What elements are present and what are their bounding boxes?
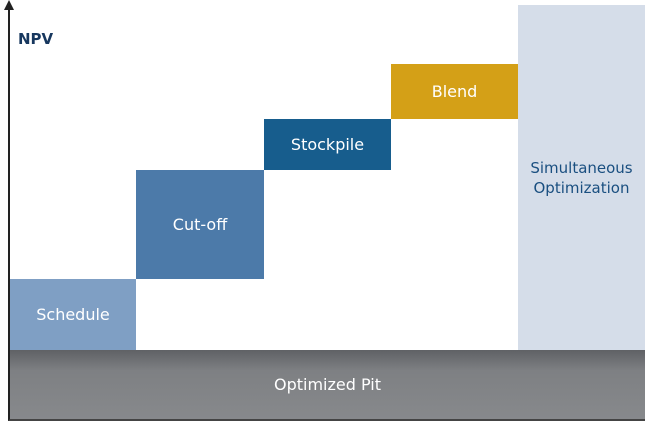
optimized-pit-base: Optimized Pit	[8, 350, 645, 421]
step-label: Cut-off	[172, 215, 228, 234]
step-stockpile: Stockpile	[264, 119, 391, 170]
simultaneous-label-line1: Simultaneous	[530, 158, 633, 177]
y-axis	[8, 6, 10, 350]
step-label: Blend	[431, 82, 478, 101]
step-label: Stockpile	[290, 135, 365, 154]
step-cut-off: Cut-off	[136, 170, 264, 279]
step-label: Schedule	[36, 305, 110, 324]
base-label: Optimized Pit	[274, 375, 381, 394]
simultaneous-label-line2: Optimization	[533, 178, 630, 197]
step-schedule: Schedule	[10, 279, 136, 350]
y-axis-arrow-icon	[4, 0, 14, 10]
step-blend: Blend	[391, 64, 518, 119]
y-axis-label: NPV	[18, 30, 54, 48]
